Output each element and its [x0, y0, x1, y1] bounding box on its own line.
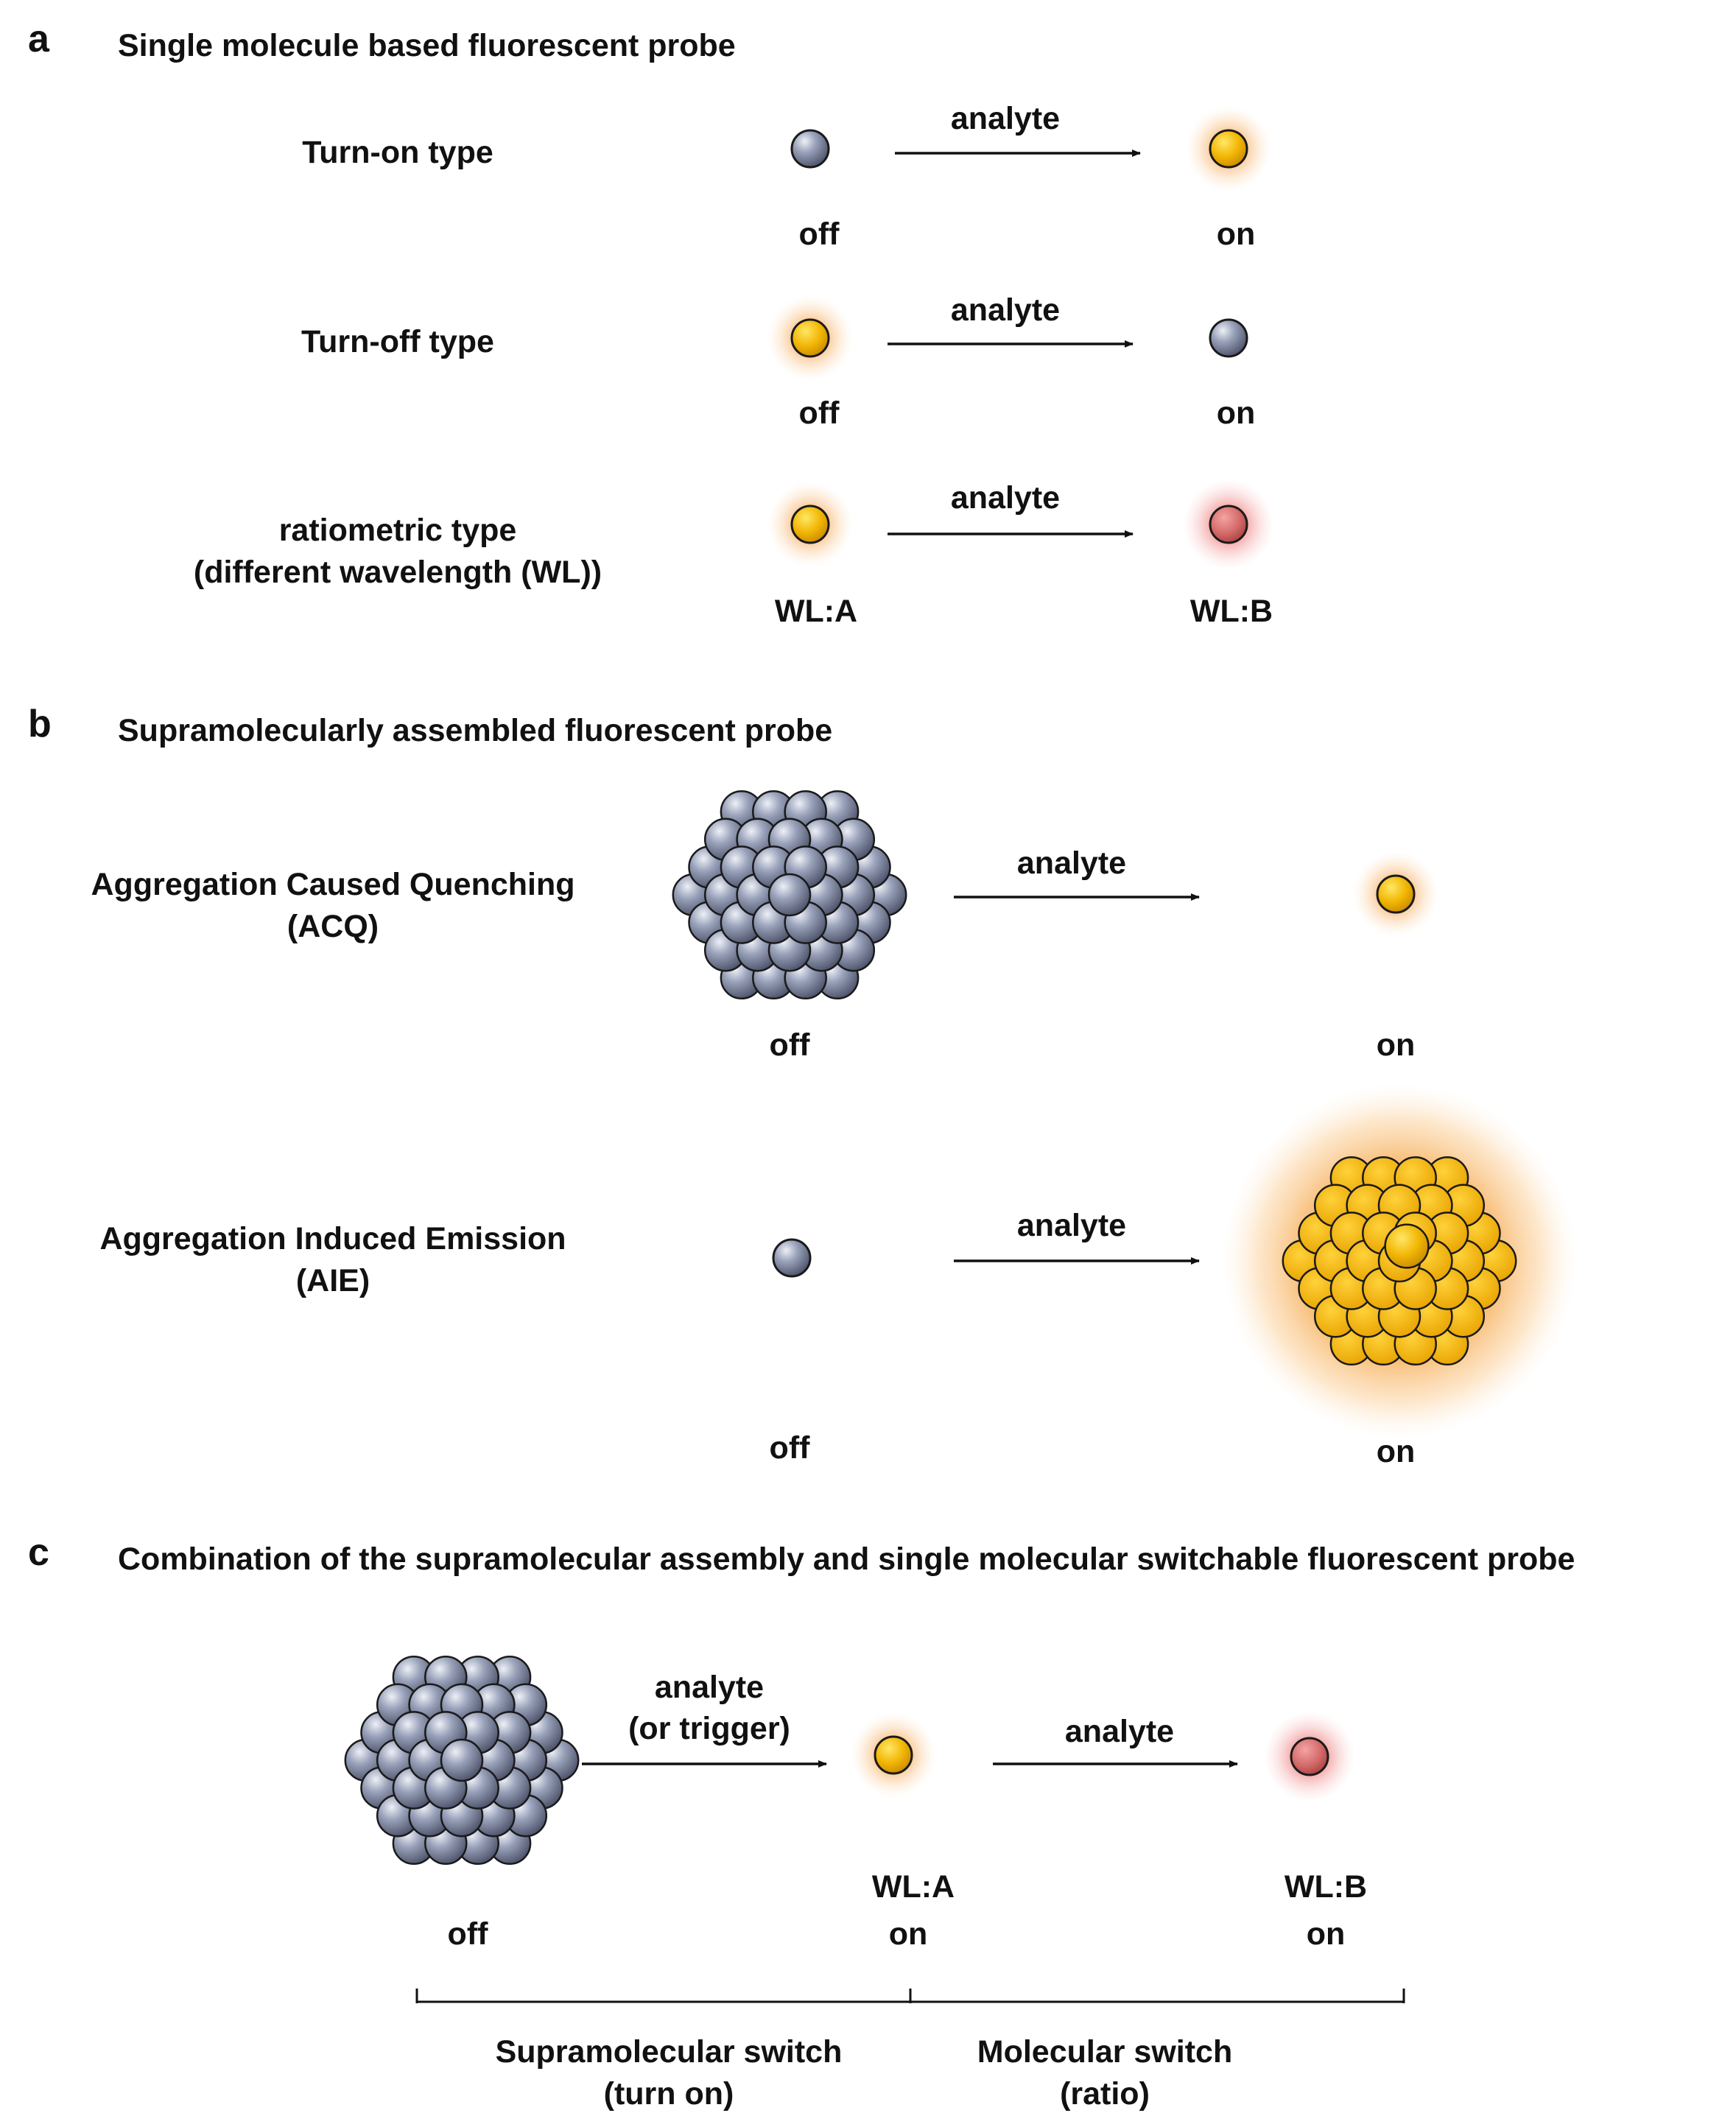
yellow-molecule [790, 504, 830, 544]
gray-molecule [1209, 318, 1248, 358]
yellow-molecule [874, 1735, 913, 1775]
state-label-left: off [799, 217, 840, 252]
arrow-label: analyte [951, 292, 1060, 328]
gray-aggregate-cluster [344, 1655, 580, 1866]
yellow-molecule [1376, 874, 1416, 914]
row-label-line-1: Aggregation Caused Quenching [91, 867, 575, 902]
state-label-off: off [448, 1916, 489, 1952]
row-label-line-2: (ACQ) [287, 909, 379, 944]
state-label-end-on: on [1307, 1916, 1346, 1952]
panel-b-row-acq: Aggregation Caused Quenching (ACQ) analy… [91, 790, 1438, 1063]
switch-bracket [415, 1989, 1405, 2003]
yellow-aggregate-cluster [1282, 1156, 1517, 1366]
panel-b-row-aie: Aggregation Induced Emission (AIE) analy… [99, 1084, 1576, 1469]
state-label-end-wl: WL:B [1285, 1869, 1367, 1905]
row-label: Turn-on type [302, 135, 493, 170]
state-label-right: WL:B [1190, 594, 1273, 629]
panel-a-row-ratiometric: ratiometric type (different wavelength (… [194, 479, 1274, 629]
state-label-left: off [799, 395, 840, 431]
state-label-right: on [1377, 1434, 1416, 1469]
row-label-line-1: Aggregation Induced Emission [99, 1221, 566, 1256]
arrow-1-label-line-1: analyte [655, 1670, 764, 1705]
panel-a-title: Single molecule based fluorescent probe [118, 28, 736, 63]
row-label-line-2: (different wavelength (WL)) [194, 555, 602, 590]
panel-c: c Combination of the supramolecular asse… [28, 1531, 1575, 2112]
yellow-molecule [790, 318, 830, 358]
panel-a-row-turn-off: Turn-off type analyte off on [301, 292, 1255, 431]
arrow-label: analyte [1017, 1208, 1126, 1243]
yellow-molecule [1209, 129, 1248, 169]
red-molecule [1290, 1737, 1329, 1776]
cluster-centre-sphere [1384, 1223, 1430, 1269]
panel-a: a Single molecule based fluorescent prob… [28, 18, 1274, 629]
red-molecule [1209, 504, 1248, 544]
state-label-left: WL:A [775, 594, 857, 629]
bracket-left-label-line-1: Supramolecular switch [496, 2034, 843, 2070]
gray-molecule [790, 129, 830, 169]
bracket-right-label-line-1: Molecular switch [977, 2034, 1232, 2070]
state-label-right: on [1217, 217, 1256, 252]
row-label: Turn-off type [301, 324, 494, 359]
cluster-sphere [440, 1738, 484, 1782]
arrow-label: analyte [951, 101, 1060, 136]
arrow-1-label-line-2: (or trigger) [628, 1711, 790, 1746]
cluster-sphere [767, 873, 812, 917]
panel-a-row-turn-on: Turn-on type analyte off on [302, 101, 1271, 252]
bracket-right-label-line-2: (ratio) [1060, 2076, 1150, 2112]
state-label-left: off [770, 1430, 811, 1466]
state-label-mid-on: on [889, 1916, 928, 1952]
state-label-right: on [1377, 1027, 1416, 1063]
row-label-line-1: ratiometric type [279, 513, 517, 548]
state-label-mid-wl: WL:A [872, 1869, 955, 1905]
state-label-left: off [770, 1027, 811, 1063]
panel-b: b Supramolecularly assembled fluorescent… [28, 703, 1576, 1469]
panel-b-letter: b [28, 703, 52, 745]
panel-c-letter: c [28, 1531, 49, 1574]
panel-a-letter: a [28, 18, 50, 60]
arrow-label: analyte [1017, 845, 1126, 881]
panel-c-title: Combination of the supramolecular assemb… [118, 1541, 1575, 1577]
arrow-2-label: analyte [1065, 1714, 1174, 1749]
arrow-label: analyte [951, 480, 1060, 516]
bracket-left-label-line-2: (turn on) [604, 2076, 734, 2112]
gray-molecule [772, 1238, 812, 1278]
panel-b-title: Supramolecularly assembled fluorescent p… [118, 713, 832, 748]
row-label-line-2: (AIE) [296, 1263, 370, 1298]
gray-aggregate-cluster [672, 790, 907, 1000]
state-label-right: on [1217, 395, 1256, 431]
